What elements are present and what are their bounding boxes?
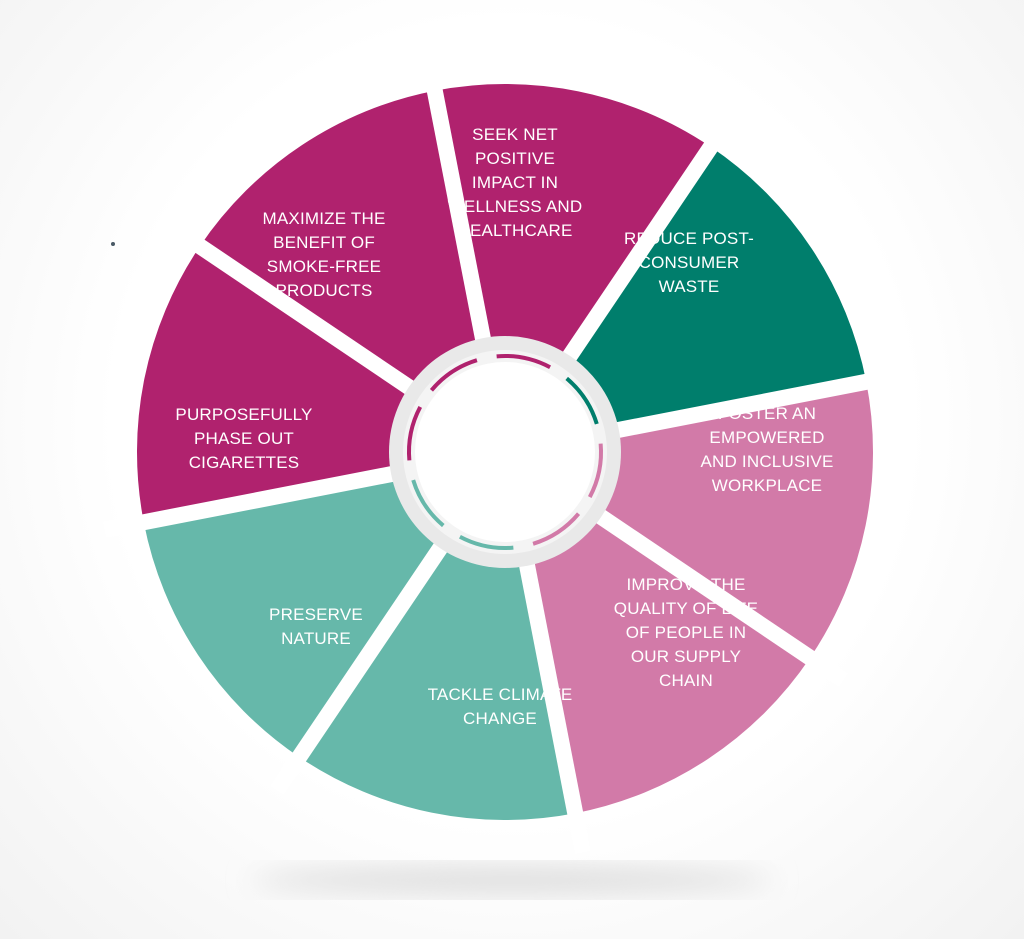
- segment-label-line: IMPROVE THE: [626, 575, 745, 594]
- segment-waste: [567, 146, 867, 431]
- hub-accent-arc: [411, 479, 445, 528]
- segment-label-line: SMOKE-FREE: [267, 257, 381, 276]
- separator-line: [544, 109, 740, 389]
- segment-label-line: QUALITY OF LIFE: [614, 599, 758, 618]
- separators-group: [102, 49, 908, 855]
- stray-dot: [111, 242, 115, 246]
- hub-accent-arc: [565, 376, 599, 425]
- hub-accent-arc: [587, 443, 603, 499]
- segment-label-workplace: FOSTER AN EMPOWERED AND INCLUSIVE WORKPLACE: [701, 404, 834, 495]
- segment-label-wellness: SEEK NET POSITIVE IMPACT IN WELLNESS AND HEA…: [448, 125, 583, 240]
- segment-climate: [299, 544, 576, 820]
- segment-label-line: EMPOWERED: [709, 428, 824, 447]
- segment-label-line: CIGARETTES: [189, 453, 300, 472]
- segment-label-line: BENEFIT OF: [273, 233, 375, 252]
- segment-label-line: PHASE OUT: [194, 429, 294, 448]
- segment-label-line: CONSUMER: [639, 253, 740, 272]
- hub-accent-arc: [429, 358, 478, 392]
- floor-shadow: [252, 866, 772, 894]
- segment-label-line: POSITIVE: [475, 149, 555, 168]
- segment-workplace: [597, 381, 874, 658]
- segment-label-line: FOSTER AN: [718, 404, 816, 423]
- segment-label-line: PURPOSEFULLY: [175, 405, 312, 424]
- segment-label-cigarettes: PURPOSEFULLY PHASE OUT CIGARETTES: [175, 405, 312, 472]
- hub-accent-arc: [458, 534, 514, 550]
- hub-center: [415, 362, 595, 542]
- segment-label-line: WELLNESS AND: [448, 197, 583, 216]
- separator-line: [583, 366, 908, 445]
- segment-cigarettes: [136, 246, 413, 523]
- segment-label-supply-chain: IMPROVE THE QUALITY OF LIFE OF PEOPLE IN OU…: [614, 575, 758, 690]
- segment-label-line: HEALTHCARE: [457, 221, 572, 240]
- segment-label-line: PRODUCTS: [276, 281, 373, 300]
- segment-label-line: NATURE: [281, 629, 351, 648]
- segments-group: [136, 83, 874, 820]
- segment-label-line: OF PEOPLE IN: [626, 623, 747, 642]
- separator-line: [102, 459, 427, 538]
- hub-accent-arc: [532, 512, 581, 546]
- separator-line: [512, 530, 591, 855]
- segment-label-nature: PRESERVE NATURE: [269, 605, 363, 648]
- hub-accent-arc: [407, 405, 423, 461]
- segment-label-line: WORKPLACE: [712, 476, 822, 495]
- segment-label-line: CHAIN: [659, 671, 713, 690]
- separator-line: [568, 491, 848, 687]
- segment-label-line: MAXIMIZE THE: [263, 209, 386, 228]
- segment-label-line: PRESERVE: [269, 605, 363, 624]
- segment-label-waste: REDUCE POST- CONSUMER WASTE: [624, 229, 754, 296]
- segment-label-smoke-free: MAXIMIZE THE BENEFIT OF SMOKE-FREE PRODUCTS: [263, 209, 386, 300]
- labels-group: SEEK NET POSITIVE IMPACT IN WELLNESS AND HEA…: [175, 125, 833, 728]
- separator-line: [162, 217, 442, 413]
- hub-group: [389, 336, 621, 568]
- separator-line: [419, 49, 498, 374]
- segment-label-line: AND INCLUSIVE: [701, 452, 834, 471]
- segment-smoke-free: [199, 90, 484, 390]
- segment-nature: [143, 473, 443, 758]
- segment-label-line: SEEK NET: [472, 125, 558, 144]
- segment-label-line: CHANGE: [463, 709, 537, 728]
- segment-label-line: IMPACT IN: [472, 173, 558, 192]
- segment-label-line: REDUCE POST-: [624, 229, 754, 248]
- hub-accent-arc: [496, 354, 552, 370]
- segment-label-climate: TACKLE CLIMATE CHANGE: [428, 685, 573, 728]
- segment-label-line: OUR SUPPLY: [631, 647, 741, 666]
- segment-label-line: WASTE: [659, 277, 720, 296]
- segment-label-line: TACKLE CLIMATE: [428, 685, 573, 704]
- segment-wellness: [434, 83, 711, 360]
- segment-supply-chain: [526, 514, 811, 814]
- separator-line: [270, 515, 466, 795]
